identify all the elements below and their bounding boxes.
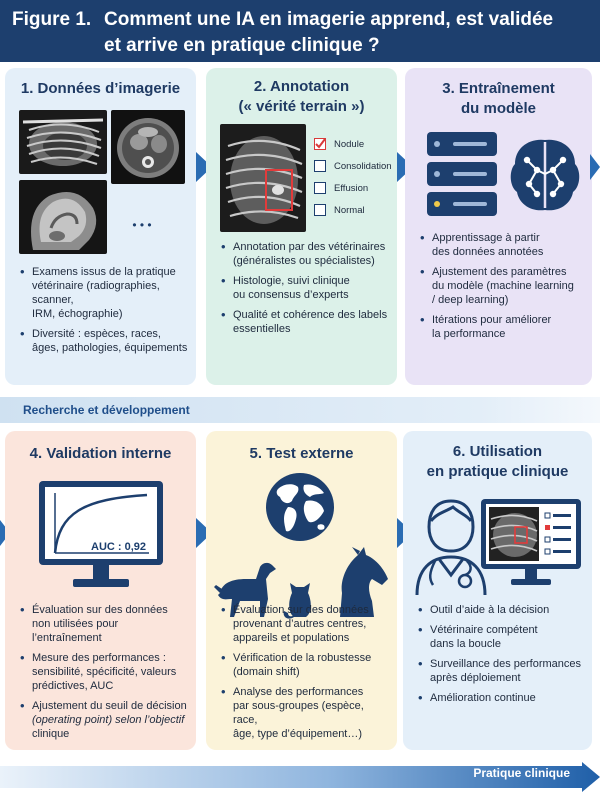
ct-scan-image bbox=[111, 110, 185, 184]
monitor-radiograph-icon bbox=[481, 499, 581, 585]
label-checklist: Nodule Consolidation Effusion Normal bbox=[314, 138, 394, 224]
checklist-item-nodule[interactable]: Nodule bbox=[314, 138, 394, 154]
auc-label: AUC : 0,92 bbox=[91, 541, 147, 553]
server-stack-icon bbox=[427, 132, 497, 216]
checklist-item-normal[interactable]: Normal bbox=[314, 204, 394, 220]
list-item: Outil d’aide à la décision bbox=[417, 603, 584, 617]
list-item: Examens issus de la pratiquevétérinaire … bbox=[19, 265, 188, 321]
list-item: Mesure des performances :sensibilité, sp… bbox=[19, 651, 188, 693]
list-item: Annotation par des vétérinaires(générali… bbox=[220, 240, 389, 268]
checklist-item-consolidation[interactable]: Consolidation bbox=[314, 160, 394, 176]
list-item: Qualité et cohérence des labelsessentiel… bbox=[220, 308, 389, 336]
list-item: Diversité : espèces, races,âges, patholo… bbox=[19, 327, 188, 355]
panel-external-test: 5. Test externe Évaluation sur des bbox=[206, 431, 397, 750]
panel-subtitle: en pratique clinique bbox=[426, 463, 569, 480]
figure-label: Figure 1. bbox=[12, 9, 92, 30]
checkbox[interactable] bbox=[314, 182, 326, 194]
panel-clinical-use: 6. Utilisation en pratique clinique bbox=[403, 431, 592, 750]
clinical-practice-arrow bbox=[0, 762, 600, 792]
annotated-radiograph-image bbox=[220, 124, 306, 232]
panel-internal-validation: 4. Validation interne AUC : 0,92 Évaluat… bbox=[5, 431, 196, 750]
figure-title-line-1: Comment une IA en imagerie apprend, est … bbox=[104, 9, 554, 30]
roc-monitor-icon bbox=[39, 481, 163, 587]
panel-model-training: 3. Entraînement du modèle Apprentissage … bbox=[405, 68, 592, 385]
arrow-right-icon bbox=[590, 154, 600, 180]
panel-title: 1. Données d’imagerie bbox=[20, 80, 181, 97]
globe-icon bbox=[266, 473, 334, 541]
brain-network-icon bbox=[510, 139, 580, 211]
ellipsis: • • • bbox=[132, 218, 152, 232]
rd-band: Recherche et développement bbox=[0, 397, 600, 423]
radiograph-image bbox=[19, 110, 107, 174]
list-item: Vérification de la robustesse(domain shi… bbox=[220, 651, 389, 679]
clinical-practice-label: Pratique clinique bbox=[473, 766, 570, 780]
panel-imaging-data: 1. Données d’imagerie bbox=[5, 68, 196, 385]
rd-band-label: Recherche et développement bbox=[23, 403, 190, 417]
bullet-list: Examens issus de la pratiquevétérinaire … bbox=[19, 265, 188, 361]
checkbox-checked[interactable] bbox=[314, 138, 326, 150]
panel-subtitle: (« vérité terrain ») bbox=[238, 98, 365, 115]
arrow-right-icon bbox=[196, 152, 212, 182]
panel-subtitle: du modèle bbox=[460, 100, 536, 117]
panel-title: 2. Annotation bbox=[253, 78, 350, 95]
checklist-item-effusion[interactable]: Effusion bbox=[314, 182, 394, 198]
bullet-list: Outil d’aide à la décision Vétérinaire c… bbox=[417, 603, 584, 711]
checkbox[interactable] bbox=[314, 160, 326, 172]
panel-title: 6. Utilisation bbox=[452, 443, 543, 460]
panel-title: 4. Validation interne bbox=[29, 445, 172, 462]
bullet-list: Annotation par des vétérinaires(générali… bbox=[220, 240, 389, 342]
panel-title: 3. Entraînement bbox=[442, 80, 555, 97]
list-item: Ajustement du seuil de décision(operatin… bbox=[19, 699, 188, 741]
mri-image bbox=[19, 180, 107, 254]
panel-annotation: 2. Annotation (« vérité terrain ») Nodul… bbox=[206, 68, 397, 385]
figure-title-line-2: et arrive en pratique clinique ? bbox=[104, 35, 380, 56]
checkbox[interactable] bbox=[314, 204, 326, 216]
list-item: Amélioration continue bbox=[417, 691, 584, 705]
panel-title: 5. Test externe bbox=[249, 445, 354, 462]
arrow-right-icon bbox=[196, 518, 212, 548]
veterinarian-icon bbox=[415, 499, 487, 596]
figure-header: Figure 1. Comment une IA en imagerie app… bbox=[0, 0, 600, 62]
